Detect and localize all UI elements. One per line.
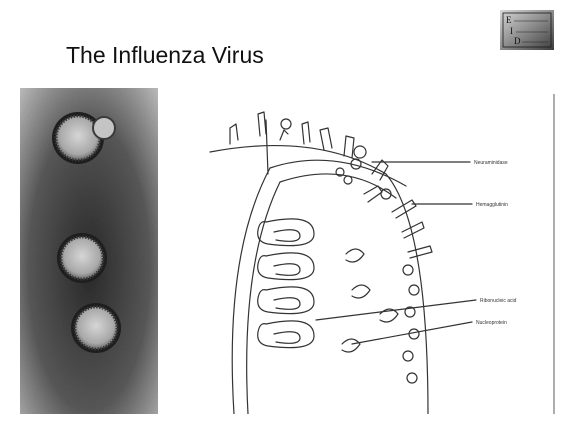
pointer-nucleoprotein [352,322,472,344]
inner-membrane [232,160,406,414]
label-nucleoprotein: Nucleoprotein [476,320,507,326]
svg-text:I: I [510,26,513,36]
label-ribonucleic-acid: Ribonucleic acid [480,298,517,304]
svg-text:E: E [506,15,512,25]
eid-logo: E I D [500,10,554,50]
svg-text:D: D [514,36,521,46]
slide-title: The Influenza Virus [66,42,264,69]
outer-envelope [210,146,428,414]
label-neuraminidase: Neuraminidase [474,160,508,166]
ribonucleic-acid-coil [258,219,314,348]
virus-structure-diagram: Neuraminidase Hemagglutinin Ribonucleic … [196,94,560,414]
electron-micrograph [20,88,158,414]
label-hemagglutinin: Hemagglutinin [476,202,508,208]
